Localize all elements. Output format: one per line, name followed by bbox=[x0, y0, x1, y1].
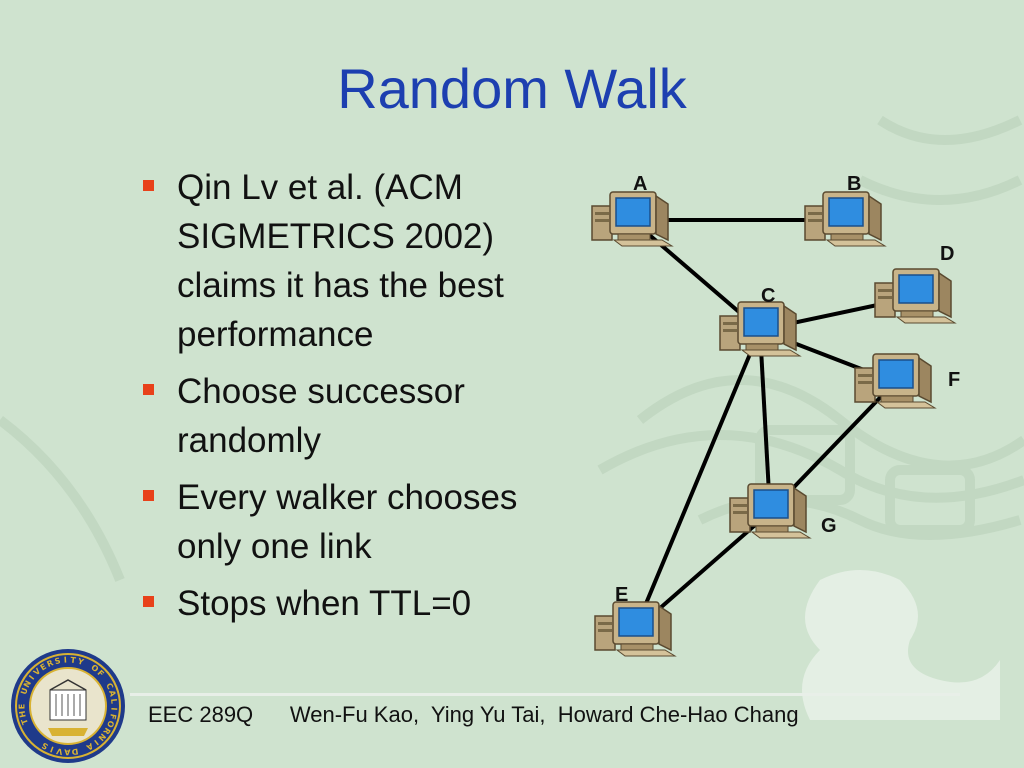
node-f bbox=[854, 353, 937, 409]
svg-text:S: S bbox=[54, 656, 62, 666]
svg-text:I: I bbox=[109, 707, 118, 711]
computer-icon bbox=[591, 191, 674, 247]
svg-text:H: H bbox=[18, 710, 28, 718]
node-b bbox=[804, 191, 887, 247]
svg-text:I: I bbox=[49, 744, 55, 753]
bullet-text: Choose successor randomly bbox=[177, 372, 465, 460]
svg-text:T: T bbox=[19, 717, 30, 726]
svg-text:C: C bbox=[104, 682, 115, 691]
bullet-square-icon bbox=[143, 384, 154, 395]
footer-course: EEC 289Q bbox=[148, 702, 254, 727]
svg-text:Y: Y bbox=[76, 656, 85, 667]
svg-text:N: N bbox=[96, 731, 107, 742]
svg-text:S: S bbox=[40, 740, 50, 751]
svg-text:L: L bbox=[109, 698, 118, 704]
node-g bbox=[729, 483, 812, 539]
svg-text:I: I bbox=[27, 674, 36, 682]
svg-text:D: D bbox=[71, 747, 79, 757]
node-a bbox=[591, 191, 674, 247]
bullet-item: Stops when TTL=0 bbox=[140, 579, 580, 628]
node-label-b: B bbox=[847, 173, 861, 195]
bullet-square-icon bbox=[143, 180, 154, 191]
network-diagram: A B C D F G E bbox=[591, 173, 960, 657]
node-label-e: E bbox=[615, 584, 628, 606]
node-e bbox=[594, 601, 677, 657]
svg-text:A: A bbox=[84, 741, 94, 752]
computer-icon bbox=[719, 301, 802, 357]
node-label-c: C bbox=[761, 285, 775, 307]
bullet-square-icon bbox=[143, 490, 154, 501]
bullet-text: Qin Lv et al. (ACM SIGMETRICS 2002) clai… bbox=[177, 168, 504, 354]
svg-text:O: O bbox=[105, 719, 116, 729]
bullet-text: Every walker chooses only one link bbox=[177, 478, 518, 566]
svg-text:E: E bbox=[39, 662, 48, 673]
bullet-item: Choose successor randomly bbox=[140, 367, 580, 465]
svg-text:E: E bbox=[17, 704, 26, 710]
svg-text:F: F bbox=[108, 713, 118, 720]
node-label-a: A bbox=[633, 173, 647, 195]
svg-text:O: O bbox=[89, 663, 100, 674]
computer-icon bbox=[854, 353, 937, 409]
node-label-f: F bbox=[948, 369, 960, 391]
footer-divider bbox=[130, 693, 960, 696]
bullet-text: Stops when TTL=0 bbox=[177, 584, 472, 623]
bullet-item: Every walker chooses only one link bbox=[140, 473, 580, 571]
svg-text:I: I bbox=[64, 656, 68, 665]
bullet-square-icon bbox=[143, 596, 154, 607]
svg-text:R: R bbox=[101, 726, 112, 736]
svg-text:I: I bbox=[92, 738, 100, 747]
footer: EEC 289Q Wen-Fu Kao, Ying Yu Tai, Howard… bbox=[148, 702, 799, 728]
svg-text:V: V bbox=[55, 746, 64, 756]
link-C-G bbox=[758, 329, 772, 513]
node-d bbox=[874, 268, 957, 324]
bullet-list: Qin Lv et al. (ACM SIGMETRICS 2002) clai… bbox=[140, 163, 580, 636]
bullet-item: Qin Lv et al. (ACM SIGMETRICS 2002) clai… bbox=[140, 163, 580, 359]
slide-title: Random Walk bbox=[337, 57, 687, 120]
computer-icon bbox=[594, 601, 677, 657]
computer-icon bbox=[804, 191, 887, 247]
svg-text:T: T bbox=[70, 656, 77, 666]
node-label-d: D bbox=[940, 243, 954, 265]
svg-text:R: R bbox=[46, 658, 55, 669]
svg-text:F: F bbox=[95, 668, 105, 678]
computer-icon bbox=[874, 268, 957, 324]
computer-icon bbox=[729, 483, 812, 539]
svg-text:A: A bbox=[107, 689, 118, 698]
svg-text:V: V bbox=[32, 666, 43, 677]
node-c bbox=[719, 301, 802, 357]
link-C-E bbox=[633, 329, 762, 631]
node-label-g: G bbox=[821, 515, 837, 537]
svg-text:N: N bbox=[22, 679, 33, 689]
svg-text:U: U bbox=[19, 687, 30, 696]
footer-authors: Wen-Fu Kao, Ying Yu Tai, Howard Che-Hao … bbox=[289, 702, 799, 727]
svg-text:A: A bbox=[63, 747, 70, 756]
